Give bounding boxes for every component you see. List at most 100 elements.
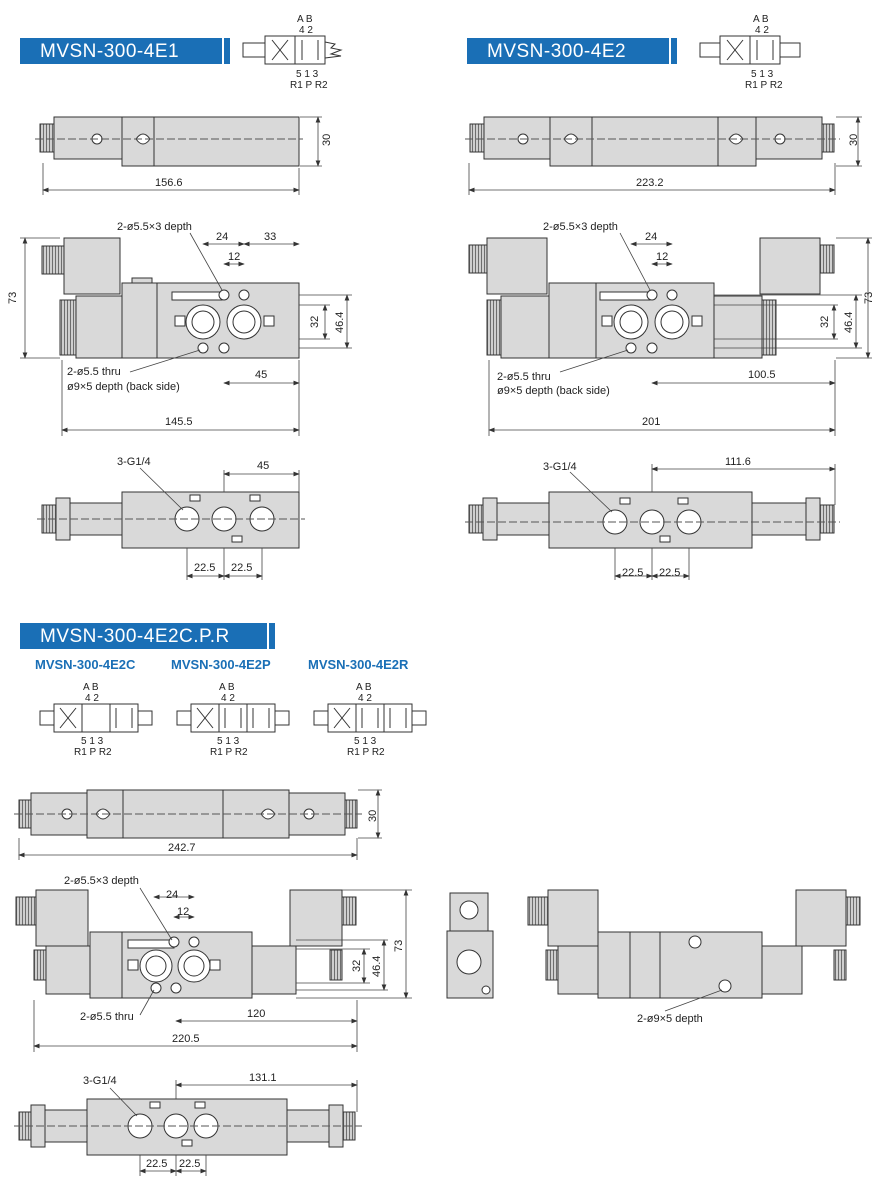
e1-d45b: 45 — [257, 460, 269, 472]
e2c-d225a: 22.5 — [146, 1158, 167, 1170]
sym-e1-nums-top: 4 2 — [299, 25, 313, 36]
e1-length: 156.6 — [155, 177, 183, 189]
sym-e2-nums-bottom: 5 1 3 — [751, 69, 774, 80]
section-title-e1: MVSN-300-4E1 — [40, 41, 180, 62]
sym-e2r-ports-bottom: R1 P R2 — [347, 747, 385, 758]
e1-d73: 73 — [7, 292, 19, 304]
e2c-dims-front — [33, 887, 412, 1052]
e2-d201: 201 — [642, 416, 660, 428]
e2c-d1311: 131.1 — [249, 1072, 277, 1084]
e2c-port-thread: 3-G1/4 — [83, 1075, 117, 1087]
e2-back-side: ø9×5 depth (back side) — [497, 385, 610, 397]
e2c-d24: 24 — [166, 889, 178, 901]
sym-e2c-nums-top: 4 2 — [85, 693, 99, 704]
e2c-side-view — [446, 892, 494, 999]
e2c-height: 30 — [367, 810, 379, 822]
e2-port-thread: 3-G1/4 — [543, 461, 577, 473]
e2-dims-bottom — [569, 464, 836, 580]
valve-symbol-e2 — [699, 35, 801, 65]
valve-symbol-e2p — [176, 703, 290, 733]
e2-thru-hole: 2-ø5.5 thru — [497, 371, 551, 383]
e2c-d225b: 22.5 — [179, 1158, 200, 1170]
e1-front-view — [41, 237, 300, 359]
e1-height: 30 — [321, 134, 333, 146]
e2c-top-view — [14, 789, 362, 839]
sym-e2c-nums-bottom: 5 1 3 — [81, 736, 104, 747]
e2-dims-top — [468, 116, 862, 195]
e2c-d2205: 220.5 — [172, 1033, 200, 1045]
sym-e1-ports-top: A B — [297, 14, 313, 25]
e2-bottom-view — [465, 491, 840, 549]
e2c-d32: 32 — [351, 960, 363, 972]
e1-top-view — [35, 116, 303, 167]
e1-port-thread: 3-G1/4 — [117, 456, 151, 468]
subtitle-e2c: MVSN-300-4E2C — [35, 657, 136, 672]
e1-d464: 46.4 — [334, 312, 346, 333]
section-band-e1: MVSN-300-4E1 — [20, 38, 230, 66]
e1-d12: 12 — [228, 251, 240, 263]
sym-e2p-nums-bottom: 5 1 3 — [217, 736, 240, 747]
sym-e2-ports-top: A B — [753, 14, 769, 25]
e1-thru-hole: 2-ø5.5 thru — [67, 366, 121, 378]
section-title-e2: MVSN-300-4E2 — [487, 41, 627, 62]
subtitle-e2p: MVSN-300-4E2P — [171, 657, 271, 672]
e2-length: 223.2 — [636, 177, 664, 189]
e2-top-view — [465, 116, 840, 167]
sym-e2r-ports-top: A B — [356, 682, 372, 693]
sym-e1-ports-bottom: R1 P R2 — [290, 80, 328, 91]
e2-depth-hole: 2-ø5.5×3 depth — [543, 221, 618, 233]
e2c-thru-hole: 2-ø5.5 thru — [80, 1011, 134, 1023]
e2c-length: 242.7 — [168, 842, 196, 854]
e2-d32: 32 — [819, 316, 831, 328]
e1-dims-bottom — [139, 467, 300, 580]
e2c-dims-back — [664, 989, 723, 1012]
sym-e2-nums-top: 4 2 — [755, 25, 769, 36]
sym-e2r-nums-top: 4 2 — [358, 693, 372, 704]
e2-d464: 46.4 — [843, 312, 855, 333]
e1-d24: 24 — [216, 231, 228, 243]
e2c-front-view — [15, 889, 357, 999]
e2-d225b: 22.5 — [659, 567, 680, 579]
e2c-d73: 73 — [393, 940, 405, 952]
e2-front-view — [468, 237, 835, 359]
e2-d12: 12 — [656, 251, 668, 263]
e2-dims-front — [488, 232, 872, 436]
e2c-d12: 12 — [177, 906, 189, 918]
e1-d225a: 22.5 — [194, 562, 215, 574]
e2c-dims-bottom — [109, 1080, 358, 1176]
e1-d32: 32 — [309, 316, 321, 328]
sym-e2p-ports-top: A B — [219, 682, 235, 693]
e2-d1005: 100.5 — [748, 369, 776, 381]
sym-e1-nums-bottom: 5 1 3 — [296, 69, 319, 80]
e1-back-side: ø9×5 depth (back side) — [67, 381, 180, 393]
e1-d33: 33 — [264, 231, 276, 243]
e1-d225b: 22.5 — [231, 562, 252, 574]
sym-e2c-ports-bottom: R1 P R2 — [74, 747, 112, 758]
valve-symbol-e1 — [242, 35, 343, 65]
sym-e2r-nums-bottom: 5 1 3 — [354, 736, 377, 747]
e2c-depth-hole: 2-ø5.5×3 depth — [64, 875, 139, 887]
valve-symbol-e2c — [39, 703, 153, 733]
e1-depth-hole: 2-ø5.5×3 depth — [117, 221, 192, 233]
subtitle-e2r: MVSN-300-4E2R — [308, 657, 409, 672]
sym-e2-ports-bottom: R1 P R2 — [745, 80, 783, 91]
section-title-e2cpr: MVSN-300-4E2C.P.R — [40, 626, 230, 647]
e1-d1455: 145.5 — [165, 416, 193, 428]
e1-dims-top — [42, 116, 322, 195]
sym-e2p-ports-bottom: R1 P R2 — [210, 747, 248, 758]
e2c-d464: 46.4 — [371, 956, 383, 977]
e1-d45: 45 — [255, 369, 267, 381]
e1-bottom-view — [37, 491, 305, 549]
e2-height: 30 — [848, 134, 860, 146]
e2-d24: 24 — [645, 231, 657, 243]
e2c-back-depth: 2-ø9×5 depth — [637, 1013, 703, 1025]
e2-d73: 73 — [863, 292, 875, 304]
valve-symbol-e2r — [313, 703, 427, 733]
e2c-back-view — [527, 889, 861, 999]
e2c-dims-top — [18, 789, 382, 860]
e2c-bottom-view — [14, 1098, 362, 1156]
e2c-d120: 120 — [247, 1008, 265, 1020]
sym-e2p-nums-top: 4 2 — [221, 693, 235, 704]
